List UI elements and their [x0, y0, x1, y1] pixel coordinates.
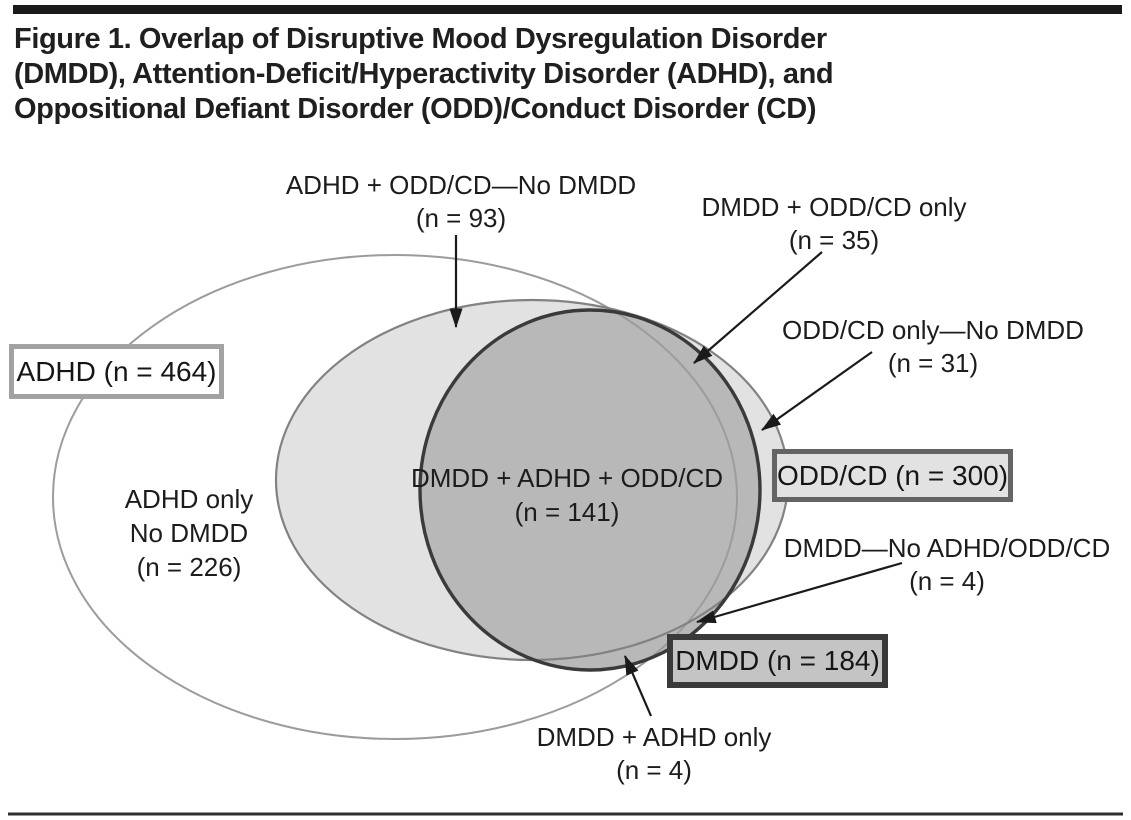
arrow-oddcd-only-no-dmdd: [761, 351, 873, 431]
label-adhd-only-text1: ADHD only: [124, 484, 254, 514]
label-dmdd-adhd-oddcd-count: (n = 141): [514, 497, 620, 527]
dmdd-set-box-label: DMDD (n = 184): [675, 645, 880, 676]
label-adhd-only: ADHD only No DMDD (n = 226): [125, 482, 254, 584]
adhd-set-box-label: ADHD (n = 464): [16, 355, 217, 387]
label-dmdd-oddcd-only-count: (n = 35): [788, 225, 880, 255]
figure-title-line3: Oppositional Defiant Disorder (ODD)/Cond…: [14, 93, 817, 125]
dmdd-circle-fill: [420, 310, 760, 670]
arrow-dmdd-no-adhd-oddcd: [695, 561, 903, 624]
label-adhd-only-text2: No DMDD: [129, 518, 249, 548]
arrow-dmdd-adhd-only: [623, 654, 653, 717]
label-dmdd-adhd-only-count: (n = 4): [616, 755, 692, 785]
label-oddcd-only-no-dmdd-text: ODD/CD only—No DMDD: [782, 315, 1084, 345]
dmdd-set-box: DMDD (n = 184): [667, 634, 888, 688]
label-dmdd-no-adhd-oddcd: DMDD—No ADHD/ODD/CD (n = 4): [784, 532, 1110, 598]
figure-title: Figure 1. Overlap of Disruptive Mood Dys…: [14, 22, 1094, 127]
label-dmdd-adhd-oddcd: DMDD + ADHD + ODD/CD (n = 141): [411, 461, 723, 529]
adhd-set-box: ADHD (n = 464): [9, 344, 224, 399]
label-dmdd-oddcd-only: DMDD + ODD/CD only (n = 35): [701, 191, 966, 257]
figure-title-line2: (DMDD), Attention-Deficit/Hyperactivity …: [14, 58, 834, 90]
label-adhd-oddcd-no-dmdd-count: (n = 93): [415, 203, 507, 233]
label-dmdd-adhd-only-text: DMDD + ADHD only: [536, 722, 772, 752]
label-dmdd-no-adhd-oddcd-text: DMDD—No ADHD/ODD/CD: [783, 533, 1111, 563]
label-adhd-oddcd-no-dmdd: ADHD + ODD/CD—No DMDD (n = 93): [286, 169, 636, 235]
oddcd-set-box: ODD/CD (n = 300): [772, 449, 1013, 502]
label-dmdd-adhd-oddcd-text: DMDD + ADHD + ODD/CD: [410, 463, 724, 493]
oddcd-set-box-label: ODD/CD (n = 300): [776, 459, 1009, 491]
top-rule: [13, 5, 1122, 14]
label-oddcd-only-no-dmdd-count: (n = 31): [887, 348, 979, 378]
label-oddcd-only-no-dmdd: ODD/CD only—No DMDD (n = 31): [782, 314, 1084, 380]
label-dmdd-oddcd-only-text: DMDD + ODD/CD only: [701, 192, 967, 222]
label-adhd-only-count: (n = 226): [136, 552, 242, 582]
dmdd-circle-outline: [418, 308, 762, 672]
figure-title-line1: Figure 1. Overlap of Disruptive Mood Dys…: [14, 23, 827, 55]
label-dmdd-no-adhd-oddcd-count: (n = 4): [909, 566, 985, 596]
adhd-ellipse-outline: [52, 254, 738, 740]
label-adhd-oddcd-no-dmdd-text: ADHD + ODD/CD—No DMDD: [285, 170, 637, 200]
arrow-dmdd-oddcd-only: [693, 251, 823, 364]
label-dmdd-adhd-only: DMDD + ADHD only (n = 4): [537, 721, 772, 787]
